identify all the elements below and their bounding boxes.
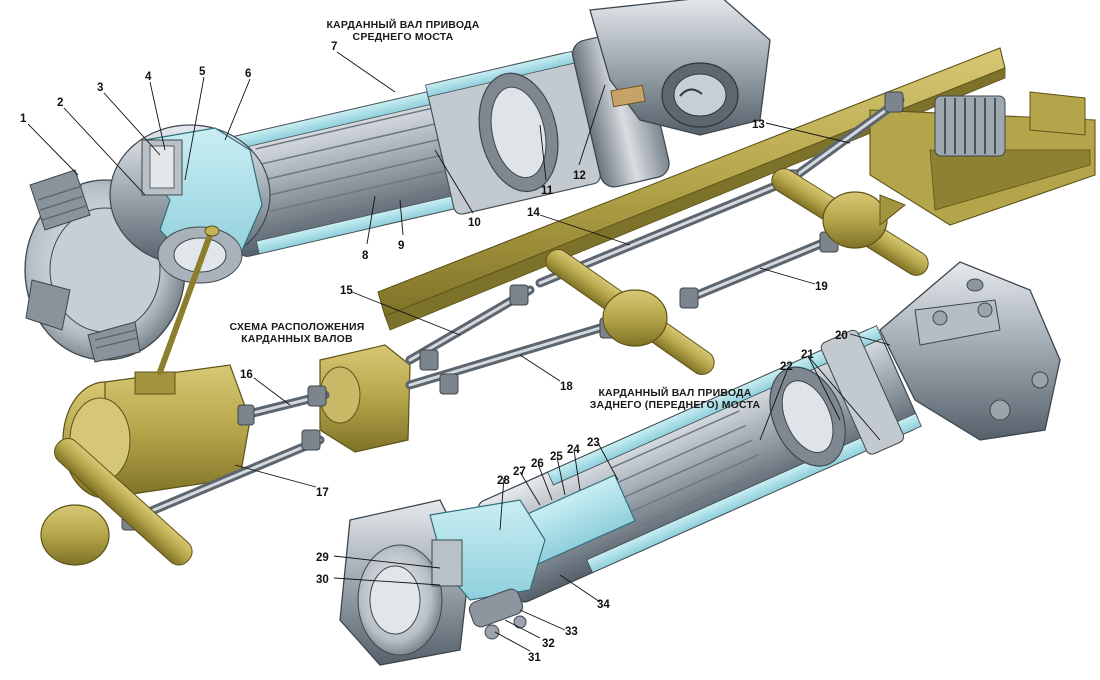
callout-15: 15 xyxy=(340,285,353,297)
callout-8: 8 xyxy=(362,250,369,262)
rear-joint-flange xyxy=(339,499,546,666)
caption-layout-line-2: КАРДАННЫХ ВАЛОВ xyxy=(241,333,353,345)
gearbox xyxy=(62,225,251,499)
caption-layout-line-1: СХЕМА РАСПОЛОЖЕНИЯ xyxy=(229,321,365,333)
callout-numbers: 1 2 3 4 5 6 7 8 9 10 11 12 13 14 15 16 1… xyxy=(20,41,848,664)
callout-27: 27 xyxy=(513,466,526,478)
shaft-layout-scheme xyxy=(40,91,929,566)
callout-13: 13 xyxy=(752,119,765,131)
transfer-case xyxy=(319,344,411,453)
gear-lever xyxy=(157,232,213,375)
callout-2: 2 xyxy=(57,97,63,109)
rear-axle xyxy=(771,168,929,276)
caption-rear-axle-line-2: ЗАДНЕГО (ПЕРЕДНЕГО) МОСТА xyxy=(589,399,761,411)
callout-25: 25 xyxy=(550,451,563,463)
callout-12: 12 xyxy=(573,170,586,182)
callout-32: 32 xyxy=(542,638,555,650)
callout-17: 17 xyxy=(316,487,329,499)
caption-rear-axle-shaft: КАРДАННЫЙ ВАЛ ПРИВОДА ЗАДНЕГО (ПЕРЕДНЕГО… xyxy=(580,387,770,411)
callout-29: 29 xyxy=(316,552,329,564)
caption-rear-axle-line-1: КАРДАННЫЙ ВАЛ ПРИВОДА xyxy=(598,387,752,399)
callout-19: 19 xyxy=(815,281,828,293)
front-axle xyxy=(40,437,193,566)
caption-layout-scheme: СХЕМА РАСПОЛОЖЕНИЯ КАРДАННЫХ ВАЛОВ xyxy=(222,321,372,345)
callout-18: 18 xyxy=(560,381,573,393)
callout-33: 33 xyxy=(565,626,578,638)
needle-bearing xyxy=(610,84,646,108)
callout-31: 31 xyxy=(528,652,541,664)
callout-11: 11 xyxy=(541,185,554,197)
leader-lines xyxy=(27,51,891,652)
callout-21: 21 xyxy=(801,349,814,361)
callout-30: 30 xyxy=(316,574,329,586)
callout-1: 1 xyxy=(20,113,27,125)
callout-23: 23 xyxy=(587,437,600,449)
callout-34: 34 xyxy=(597,599,610,611)
rear-axle-driveshaft xyxy=(339,261,1061,666)
shaft-splines xyxy=(255,107,450,228)
caption-middle-axle-shaft: КАРДАННЫЙ ВАЛ ПРИВОДА СРЕДНЕГО МОСТА xyxy=(318,19,488,43)
caption-middle-axle-line-1: КАРДАННЫЙ ВАЛ ПРИВОДА xyxy=(326,19,480,31)
winch-drum xyxy=(934,95,1006,157)
callout-28: 28 xyxy=(497,475,510,487)
callout-20: 20 xyxy=(835,330,848,342)
callout-24: 24 xyxy=(567,444,580,456)
middle-axle-driveshaft xyxy=(24,0,771,363)
callout-3: 3 xyxy=(97,82,103,94)
callout-7: 7 xyxy=(331,41,337,53)
callout-14: 14 xyxy=(527,207,540,219)
middle-axle xyxy=(545,249,715,375)
callout-6: 6 xyxy=(245,68,251,80)
gear-selector-housing xyxy=(134,371,176,395)
caption-middle-axle-line-2: СРЕДНЕГО МОСТА xyxy=(352,31,454,43)
callout-4: 4 xyxy=(145,71,152,83)
callout-16: 16 xyxy=(240,369,253,381)
callout-10: 10 xyxy=(468,217,481,229)
callout-9: 9 xyxy=(398,240,404,252)
axle-flange-housing xyxy=(879,261,1061,441)
callout-26: 26 xyxy=(531,458,544,470)
callout-5: 5 xyxy=(199,66,206,78)
callout-22: 22 xyxy=(780,361,793,373)
